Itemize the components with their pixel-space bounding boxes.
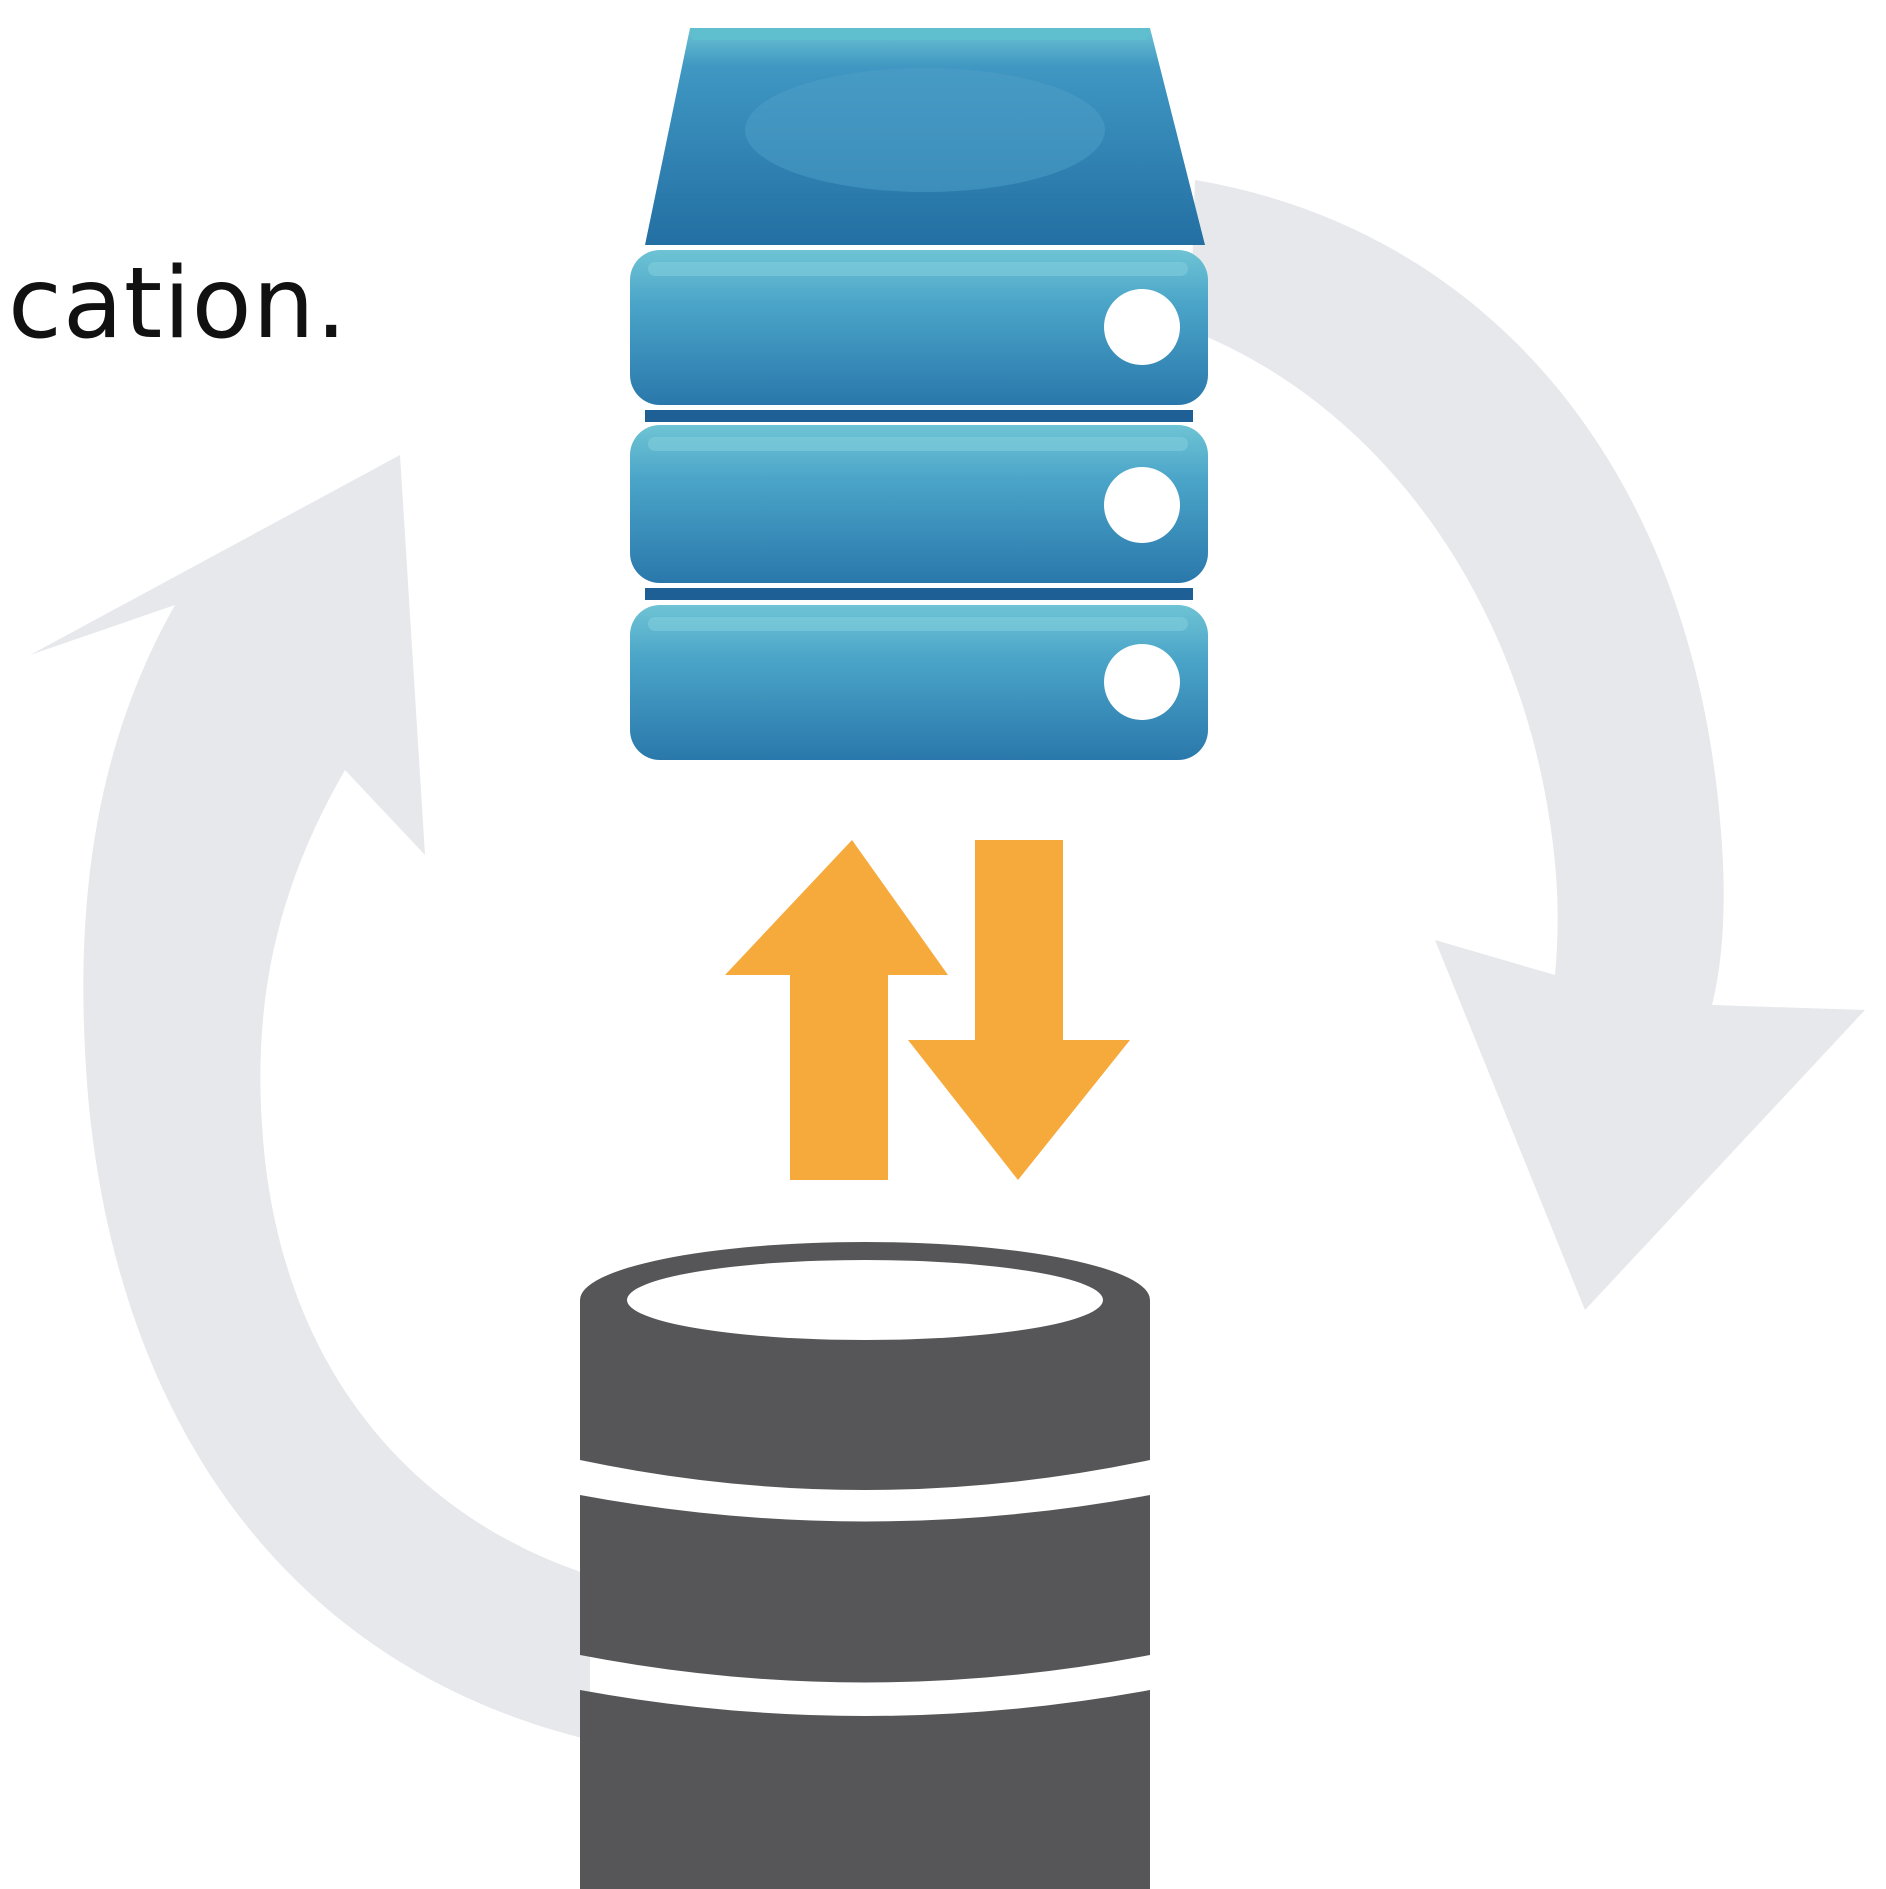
database-layer-1 xyxy=(580,1242,1150,1490)
server-unit-1 xyxy=(630,250,1208,405)
caption-text: cation. xyxy=(8,247,348,361)
server-unit-2 xyxy=(630,425,1208,583)
database-cylinder-icon xyxy=(580,1242,1150,1889)
arrow-down-icon xyxy=(908,840,1130,1180)
server-indicator-light xyxy=(1104,467,1180,543)
up-down-transfer-arrows-icon xyxy=(725,840,1130,1180)
circular-arrow-up-icon xyxy=(30,455,590,1740)
database-top xyxy=(627,1260,1103,1340)
database-layer-3 xyxy=(580,1690,1150,1889)
circular-arrow-down-icon xyxy=(1190,180,1865,1310)
server-top-housing xyxy=(645,28,1205,245)
server-indicator-light xyxy=(1104,289,1180,365)
server-stack-icon xyxy=(630,28,1208,760)
server-indicator-light xyxy=(1104,644,1180,720)
arrow-up-icon xyxy=(725,840,948,1180)
server-unit-3 xyxy=(630,605,1208,760)
database-layer-2 xyxy=(580,1495,1150,1683)
